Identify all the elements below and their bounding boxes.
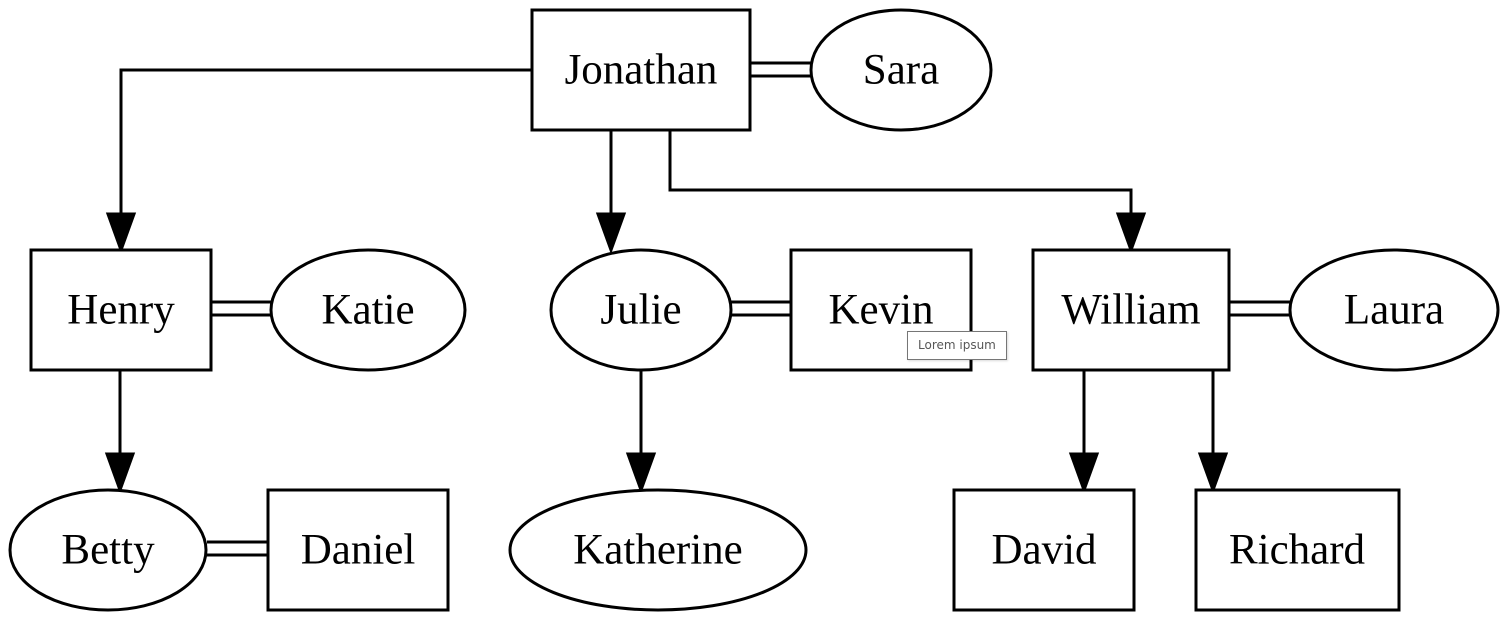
edge-jonathan-henry [119,68,532,214]
parent-child-edges [104,68,1229,495]
node-label-jonathan: Jonathan [565,47,718,94]
marriage-edges [207,61,1291,557]
node-label-katherine: Katherine [573,527,743,574]
node-label-katie: Katie [321,287,414,334]
node-julie[interactable]: Julie [549,248,733,372]
arrowhead-katherine [625,452,657,495]
node-richard[interactable]: Richard [1194,488,1401,612]
node-label-henry: Henry [67,287,175,334]
arrowhead-henry [105,212,137,255]
node-laura[interactable]: Laura [1288,248,1500,372]
node-katherine[interactable]: Katherine [508,488,808,612]
nodes: Jonathan Sara Henry Katie Julie Kevin Wi… [8,8,1500,612]
arrowhead-julie [595,212,627,255]
arrowhead-david [1068,452,1100,495]
node-daniel[interactable]: Daniel [266,488,450,612]
node-label-julie: Julie [600,287,681,334]
node-betty[interactable]: Betty [8,488,208,612]
node-label-kevin: Kevin [828,287,933,334]
node-sara[interactable]: Sara [809,8,993,132]
node-katie[interactable]: Katie [269,248,467,372]
node-label-william: William [1061,287,1200,334]
node-label-laura: Laura [1344,287,1444,334]
node-henry[interactable]: Henry [29,248,213,372]
node-jonathan[interactable]: Jonathan [530,8,752,132]
arrowhead-richard [1197,452,1229,495]
node-label-richard: Richard [1229,527,1365,574]
edge-jonathan-william [668,130,1133,214]
node-label-daniel: Daniel [301,527,416,574]
arrowhead-betty [104,452,136,495]
node-william[interactable]: William [1031,248,1231,372]
node-label-david: David [991,527,1096,574]
node-david[interactable]: David [952,488,1136,612]
hover-tooltip: Lorem ipsum [907,331,1007,360]
node-label-betty: Betty [61,527,155,574]
node-label-sara: Sara [863,47,939,94]
arrowhead-william [1115,212,1147,255]
